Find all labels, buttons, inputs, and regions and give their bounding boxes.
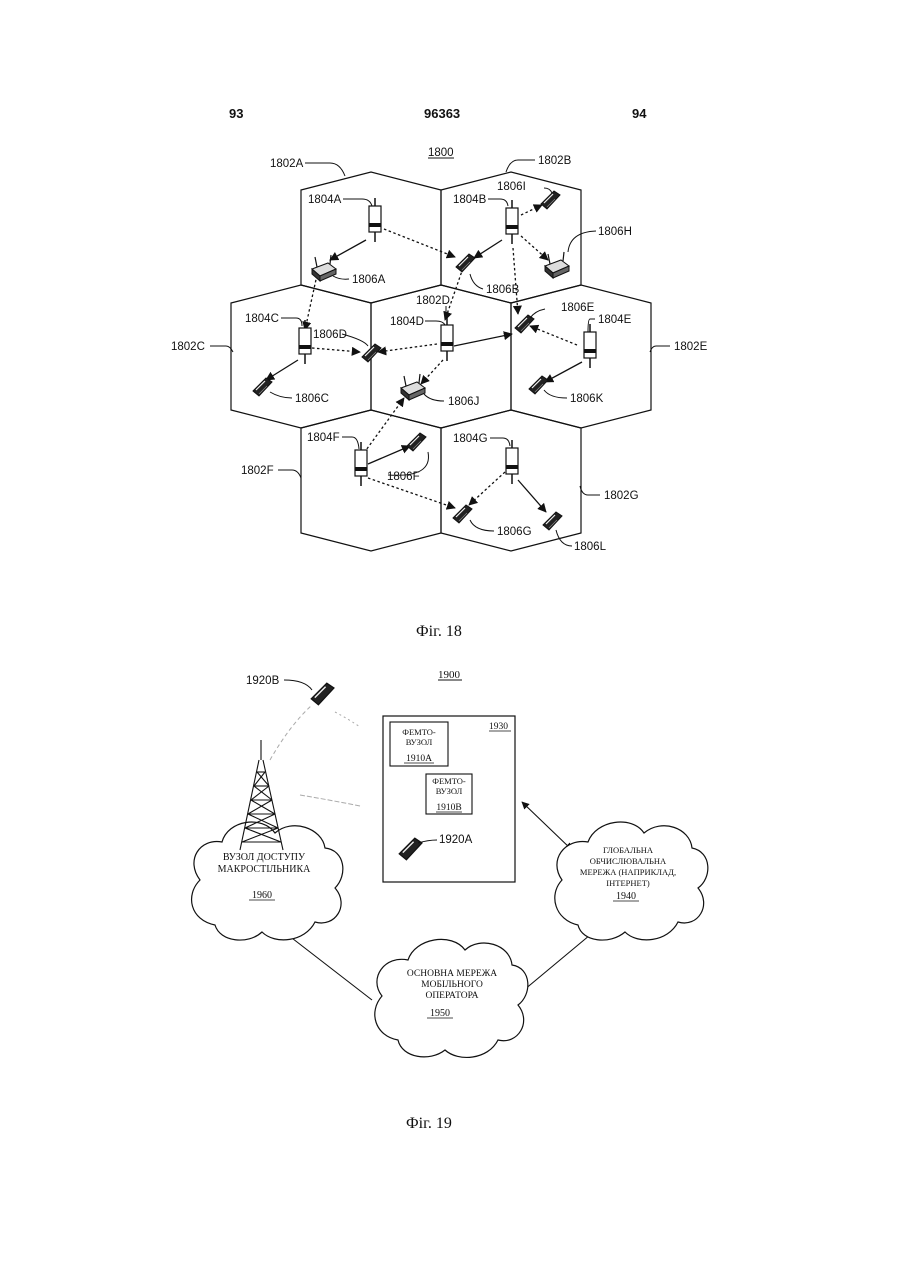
access-point-1804f-icon xyxy=(355,442,367,486)
terminal-1806g-icon xyxy=(453,505,472,523)
core-ref: 1950 xyxy=(430,1008,450,1019)
terminal-1806j-icon xyxy=(401,374,425,400)
terminal-1806h-icon xyxy=(545,252,569,278)
label-1806a: 1806A xyxy=(352,274,386,286)
macro-cloud xyxy=(192,822,343,940)
label-1804f: 1804F xyxy=(307,432,340,444)
fig19-caption: Фіг. 19 xyxy=(406,1115,452,1132)
wan-line1: ГЛОБАЛЬНА xyxy=(603,845,654,855)
femto-b-ref: 1910B xyxy=(436,803,461,813)
core-line2: МОБІЛЬНОГО xyxy=(421,980,483,990)
label-1806l: 1806L xyxy=(574,541,607,553)
access-point-1804d-icon xyxy=(441,317,453,361)
terminal-1806e-icon xyxy=(515,315,534,333)
label-1806d: 1806D xyxy=(313,329,347,341)
access-point-1804c-icon xyxy=(299,320,311,364)
label-1804g: 1804G xyxy=(453,433,488,445)
macro-ref: 1960 xyxy=(252,890,272,901)
cell-1802c xyxy=(231,285,371,428)
terminal-1806c-icon xyxy=(253,378,272,396)
access-point-1804a-icon xyxy=(369,198,381,242)
femto-a-line1: ФЕМТО- xyxy=(402,727,436,737)
label-1806i: 1806I xyxy=(497,181,526,193)
fig19-ref: 1900 xyxy=(438,669,461,681)
label-1802e: 1802E xyxy=(674,341,708,353)
femto-a-ref: 1910A xyxy=(406,754,432,764)
terminal-1920b-icon xyxy=(311,683,334,705)
label-1806c: 1806C xyxy=(295,393,329,405)
label-1802a: 1802A xyxy=(270,158,304,170)
femto-a-line2: ВУЗОЛ xyxy=(406,737,433,747)
terminal-1806l-icon xyxy=(543,512,562,530)
label-1802f: 1802F xyxy=(241,465,274,477)
fig18-ref: 1800 xyxy=(428,147,454,159)
label-1806k: 1806K xyxy=(570,393,604,405)
label-1802g: 1802G xyxy=(604,490,639,502)
access-point-1804e-icon xyxy=(584,324,596,368)
label-1802d: 1802D xyxy=(416,295,450,307)
label-1804b: 1804B xyxy=(453,194,487,206)
label-1804d: 1804D xyxy=(390,316,424,328)
label-1806e: 1806E xyxy=(561,302,595,314)
wan-line2: ОБЧИСЛЮВАЛЬНА xyxy=(590,856,667,866)
label-1804a: 1804A xyxy=(308,194,342,206)
macro-line2: МАКРОСТІЛЬНИКА xyxy=(218,864,312,875)
label-1804c: 1804C xyxy=(245,313,279,325)
wan-ref: 1940 xyxy=(616,891,636,902)
label-1806f: 1806F xyxy=(387,471,420,483)
macro-line1: ВУЗОЛ ДОСТУПУ xyxy=(223,852,306,863)
label-1930: 1930 xyxy=(489,722,508,732)
terminal-1806f-icon xyxy=(407,433,426,451)
wan-line4: ІНТЕРНЕТ) xyxy=(606,878,650,888)
label-1920b: 1920B xyxy=(246,675,280,687)
label-1804e: 1804E xyxy=(598,314,632,326)
label-1802b: 1802B xyxy=(538,155,572,167)
terminal-1806b-icon xyxy=(456,254,475,272)
core-line3: ОПЕРАТОРА xyxy=(425,991,478,1001)
fig18-caption: Фіг. 18 xyxy=(416,623,462,640)
femto-b-line2: ВУЗОЛ xyxy=(436,786,463,796)
wan-line3: МЕРЕЖА (НАПРИКЛАД, xyxy=(580,867,676,877)
terminal-1806i-icon xyxy=(541,191,560,209)
label-1806h: 1806H xyxy=(598,226,632,238)
label-1806j: 1806J xyxy=(448,396,479,408)
label-1806b: 1806B xyxy=(486,284,520,296)
access-point-1804g-icon xyxy=(506,440,518,484)
core-line1: ОСНОВНА МЕРЕЖА xyxy=(407,969,497,979)
femto-b-line1: ФЕМТО- xyxy=(432,776,466,786)
label-1806g: 1806G xyxy=(497,526,532,538)
access-point-1804b-icon xyxy=(506,200,518,244)
label-1920a: 1920A xyxy=(439,834,473,846)
label-1802c: 1802C xyxy=(171,341,205,353)
